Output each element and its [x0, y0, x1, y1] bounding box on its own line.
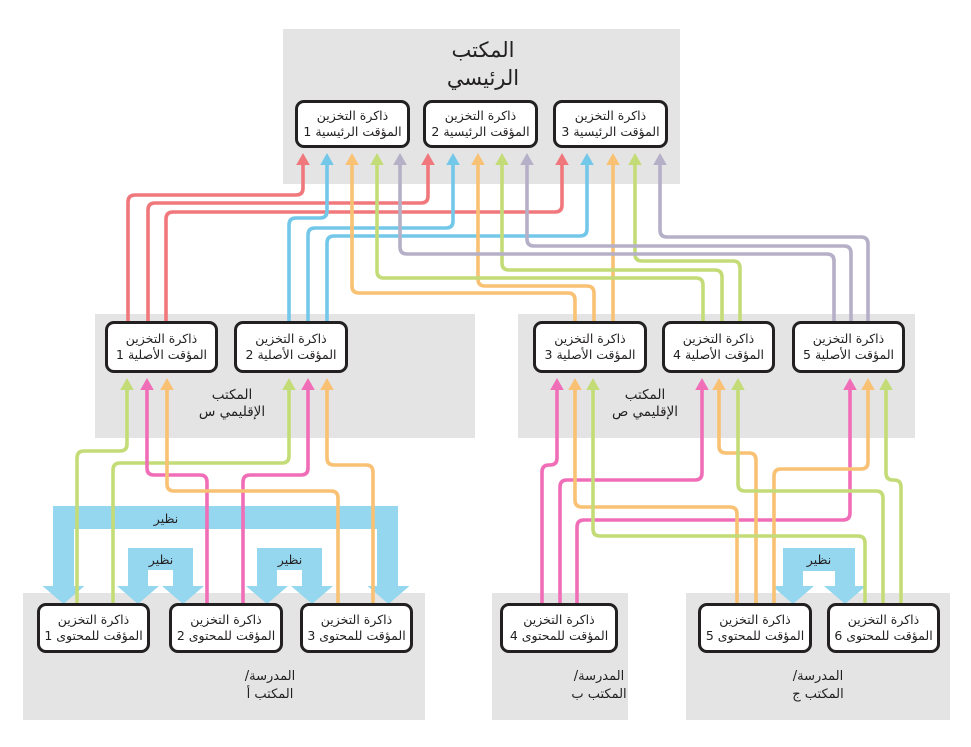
regional-office-s-label-line1: المكتب — [211, 387, 253, 403]
regional-office-s-label: المكتب الإقليمي س — [199, 387, 265, 421]
content-cache-4-box: ذاكرة التخزين المؤقت للمحتوى 4 — [500, 603, 618, 653]
school-a-label-line1: المدرسة/ — [244, 669, 296, 684]
arrow-red-1 — [146, 163, 430, 322]
content-cache-1-line2: المؤقت للمحتوى 1 — [44, 628, 143, 643]
school-c-label-line1: المدرسة/ — [792, 669, 844, 684]
arrow-blue-5 — [325, 163, 589, 322]
main-cache-3-line2: المؤقت الرئيسية 3 — [561, 124, 660, 139]
origin-cache-5-box: ذاكرة التخزين المؤقت الأصلية 5 — [792, 321, 905, 373]
origin-cache-2-box: ذاكرة التخزين المؤقت الأصلية 2 — [234, 321, 348, 373]
content-cache-6-box: ذاكرة التخزين المؤقت للمحتوى 6 — [827, 603, 940, 653]
content-cache-6-line1: ذاكرة التخزين — [847, 611, 920, 627]
arrow-blue-3 — [287, 163, 329, 322]
origin-cache-3-box: ذاكرة التخزين المؤقت الأصلية 3 — [533, 321, 647, 373]
origin-cache-1-line1: ذاكرة التخزين — [125, 330, 198, 346]
origin-cache-1-box: ذاكرة التخزين المؤقت الأصلية 1 — [105, 321, 218, 373]
origin-cache-4-box: ذاكرة التخزين المؤقت الأصلية 4 — [662, 321, 775, 373]
origin-cache-3-line1: ذاكرة التخزين — [554, 330, 626, 346]
school-b-label-line1: المدرسة/ — [573, 669, 625, 684]
content-cache-3-line2: المؤقت للمحتوى 3 — [307, 628, 406, 643]
origin-cache-2-line1: ذاكرة التخزين — [255, 330, 327, 346]
origin-cache-5-line1: ذاكرة التخزين — [812, 330, 885, 346]
arrow-lavender-13 — [525, 163, 853, 322]
content-cache-5-box: ذاكرة التخزين المؤقت للمحتوى 5 — [698, 603, 812, 653]
arrow-orange-7 — [476, 163, 596, 322]
arrow-lavender-14 — [658, 163, 870, 322]
arrow-lavender-12 — [398, 163, 836, 322]
regional-office-c-label-line2: الإقليمي ص — [611, 404, 679, 420]
main-cache-2-line2: المؤقت الرئيسية 2 — [431, 124, 530, 139]
main-cache-2-line1: ذاكرة التخزين — [444, 107, 517, 123]
arrow-red-2 — [164, 163, 564, 322]
origin-cache-4-line1: ذاكرة التخزين — [682, 330, 755, 346]
arrow-orange-6 — [350, 163, 577, 322]
peer-label-wide: نظير — [153, 511, 179, 526]
content-cache-2-box: ذاكرة التخزين المؤقت للمحتوى 2 — [169, 603, 283, 653]
content-cache-4-line2: المؤقت للمحتوى 4 — [509, 628, 609, 643]
main-office-title: المكتب الرئيسي — [447, 36, 519, 92]
peer-label-c: نظير — [806, 552, 832, 567]
content-cache-5-line2: المؤقت للمحتوى 5 — [705, 628, 805, 643]
regional-office-s-label-line2: الإقليمي س — [198, 404, 266, 420]
content-cache-6-line2: المؤقت للمحتوى 6 — [834, 628, 933, 643]
peer-label-a2: نظير — [277, 552, 303, 567]
peer-label-a1: نظير — [148, 552, 174, 567]
arrow-green-10 — [500, 163, 724, 322]
school-c-label: المدرسة/ المكتب ج — [792, 668, 843, 703]
main-office-title-line2: الرئيسي — [446, 66, 520, 90]
school-b-label-line2: المكتب ب — [571, 686, 627, 702]
arrow-green-9 — [375, 163, 705, 322]
origin-cache-2-line2: المؤقت الأصلية 2 — [245, 347, 337, 362]
content-cache-2-line2: المؤقت للمحتوى 2 — [176, 628, 276, 643]
main-cache-1-line2: المؤقت الرئيسية 1 — [303, 124, 402, 139]
content-cache-3-line1: ذاكرة التخزين — [320, 611, 393, 627]
origin-cache-3-line2: المؤقت الأصلية 3 — [544, 347, 636, 362]
content-cache-1-box: ذاكرة التخزين المؤقت للمحتوى 1 — [37, 603, 150, 653]
main-cache-3-box: ذاكرة التخزين المؤقت الرئيسية 3 — [553, 100, 668, 148]
main-office-title-line1: المكتب — [451, 38, 515, 62]
regional-office-c-label-line1: المكتب — [624, 387, 666, 403]
arrow-red-0 — [126, 163, 305, 322]
content-cache-4-line1: ذاكرة التخزين — [523, 611, 595, 627]
main-cache-2-box: ذاكرة التخزين المؤقت الرئيسية 2 — [423, 100, 538, 148]
main-cache-1-line1: ذاكرة التخزين — [316, 107, 389, 123]
arrow-blue-4 — [306, 163, 455, 322]
school-b-label: المدرسة/ المكتب ب — [571, 668, 626, 703]
content-cache-2-line1: ذاكرة التخزين — [190, 611, 262, 627]
school-c-label-line2: المكتب ج — [792, 686, 844, 702]
content-cache-5-line1: ذاكرة التخزين — [719, 611, 791, 627]
arrow-green-11 — [633, 163, 742, 322]
main-cache-1-box: ذاكرة التخزين المؤقت الرئيسية 1 — [295, 100, 410, 148]
school-a-label-line2: المكتب أ — [246, 686, 294, 702]
content-cache-1-line1: ذاكرة التخزين — [57, 611, 130, 627]
origin-cache-1-line2: المؤقت الأصلية 1 — [116, 347, 207, 362]
origin-cache-5-line2: المؤقت الأصلية 5 — [803, 347, 894, 362]
content-cache-3-box: ذاكرة التخزين المؤقت للمحتوى 3 — [300, 603, 413, 653]
regional-office-c-label: المكتب الإقليمي ص — [612, 387, 678, 421]
origin-cache-4-line2: المؤقت الأصلية 4 — [673, 347, 764, 362]
school-a-label: المدرسة/ المكتب أ — [245, 668, 295, 703]
main-cache-3-line1: ذاكرة التخزين — [574, 107, 647, 123]
